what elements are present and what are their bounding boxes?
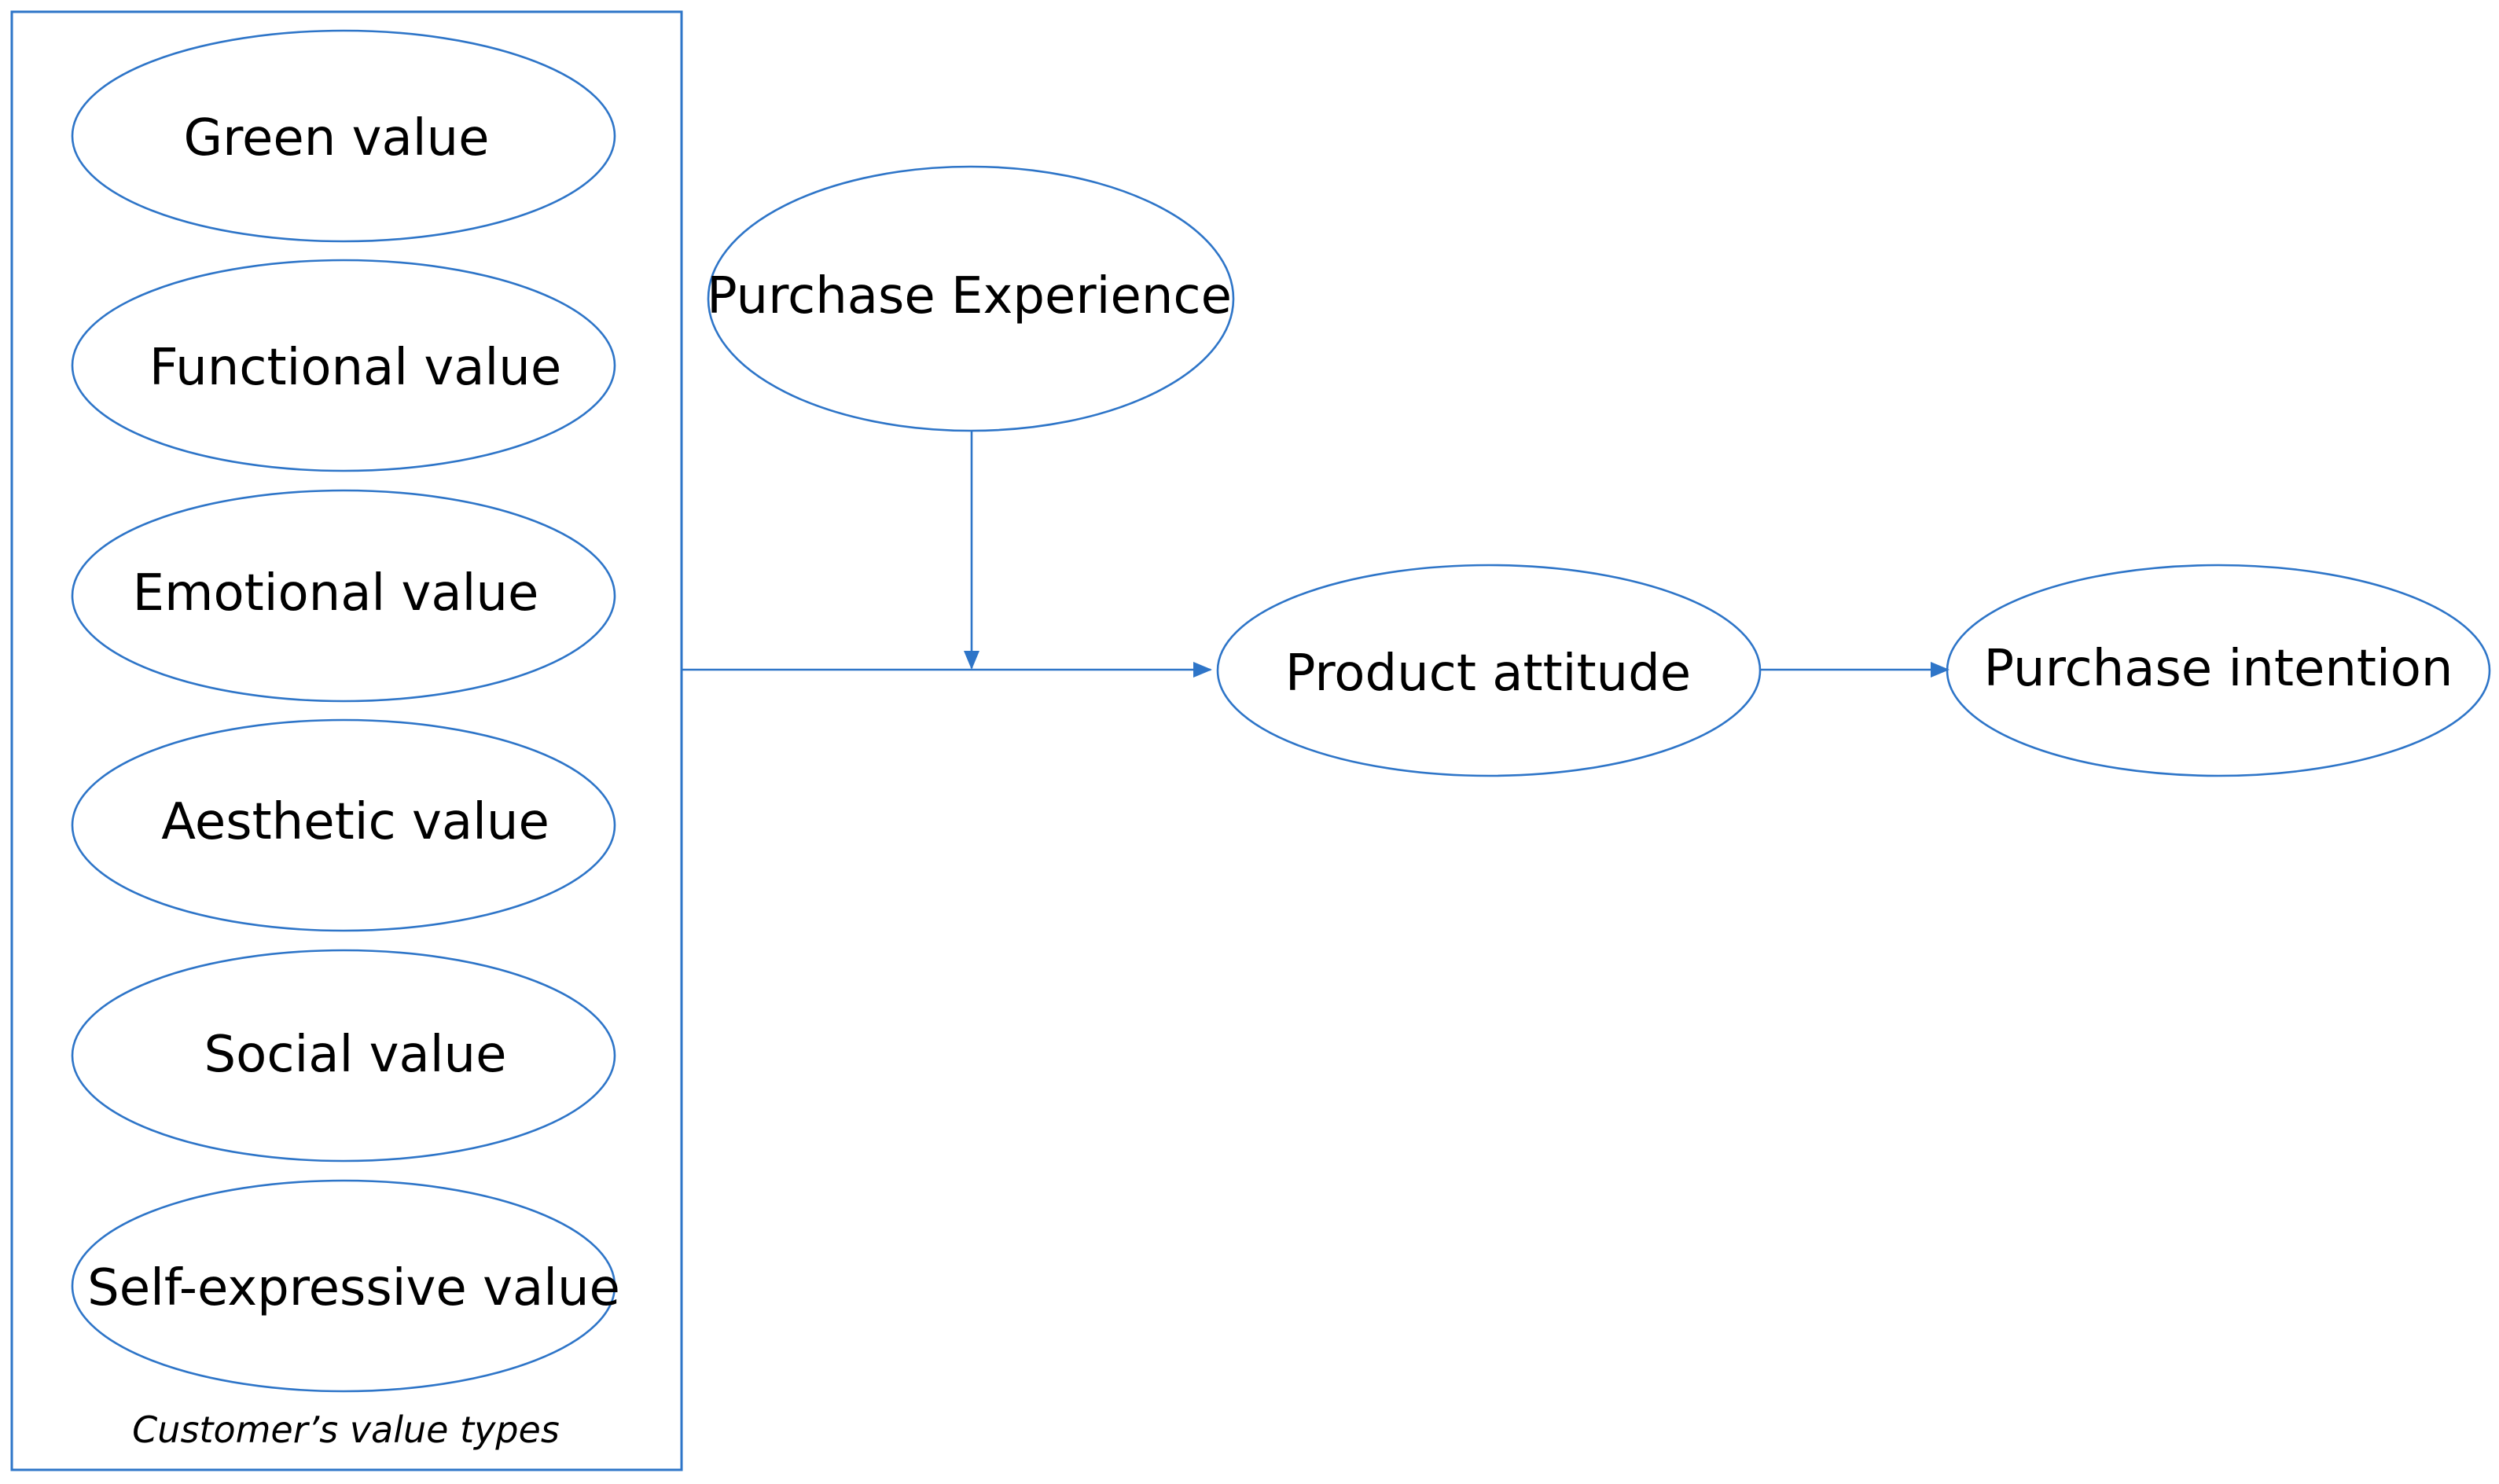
value-node-green: Green value	[71, 29, 616, 243]
value-node-emotional-ellipse	[71, 489, 616, 703]
value-node-functional: Functional value	[71, 259, 616, 472]
value-node-emotional-label: Emotional value	[133, 564, 539, 623]
outcome-node: Purchase intention	[1946, 564, 2491, 777]
moderator-node: Purchase Experience	[707, 165, 1235, 432]
outcome-node-label: Purchase intention	[1984, 640, 2453, 698]
value-node-aesthetic-label: Aesthetic value	[161, 793, 549, 851]
value-node-social: Social value	[71, 949, 616, 1163]
moderator-node-label: Purchase Experience	[707, 267, 1232, 325]
value-node-social-ellipse	[71, 949, 616, 1163]
mediator-node: Product attitude	[1216, 564, 1762, 777]
value-node-aesthetic: Aesthetic value	[71, 718, 616, 932]
value-node-green-ellipse	[71, 29, 616, 243]
value-node-social-label: Social value	[204, 1026, 507, 1084]
value-node-functional-label: Functional value	[149, 339, 561, 397]
value-node-self-expressive-ellipse	[71, 1179, 616, 1393]
value-types-caption: Customer’s value types	[132, 1409, 560, 1451]
value-node-aesthetic-ellipse	[71, 718, 616, 932]
value-node-green-label: Green value	[184, 109, 490, 167]
value-node-self-expressive: Self-expressive value	[71, 1179, 620, 1393]
mediator-node-label: Product attitude	[1285, 645, 1691, 703]
value-node-emotional: Emotional value	[71, 489, 616, 703]
value-node-self-expressive-label: Self-expressive value	[87, 1259, 620, 1317]
value-node-functional-ellipse	[71, 259, 616, 472]
value-types-group-box	[10, 10, 683, 1471]
value-types-group: Green value Functional value Emotional v…	[10, 10, 683, 1471]
